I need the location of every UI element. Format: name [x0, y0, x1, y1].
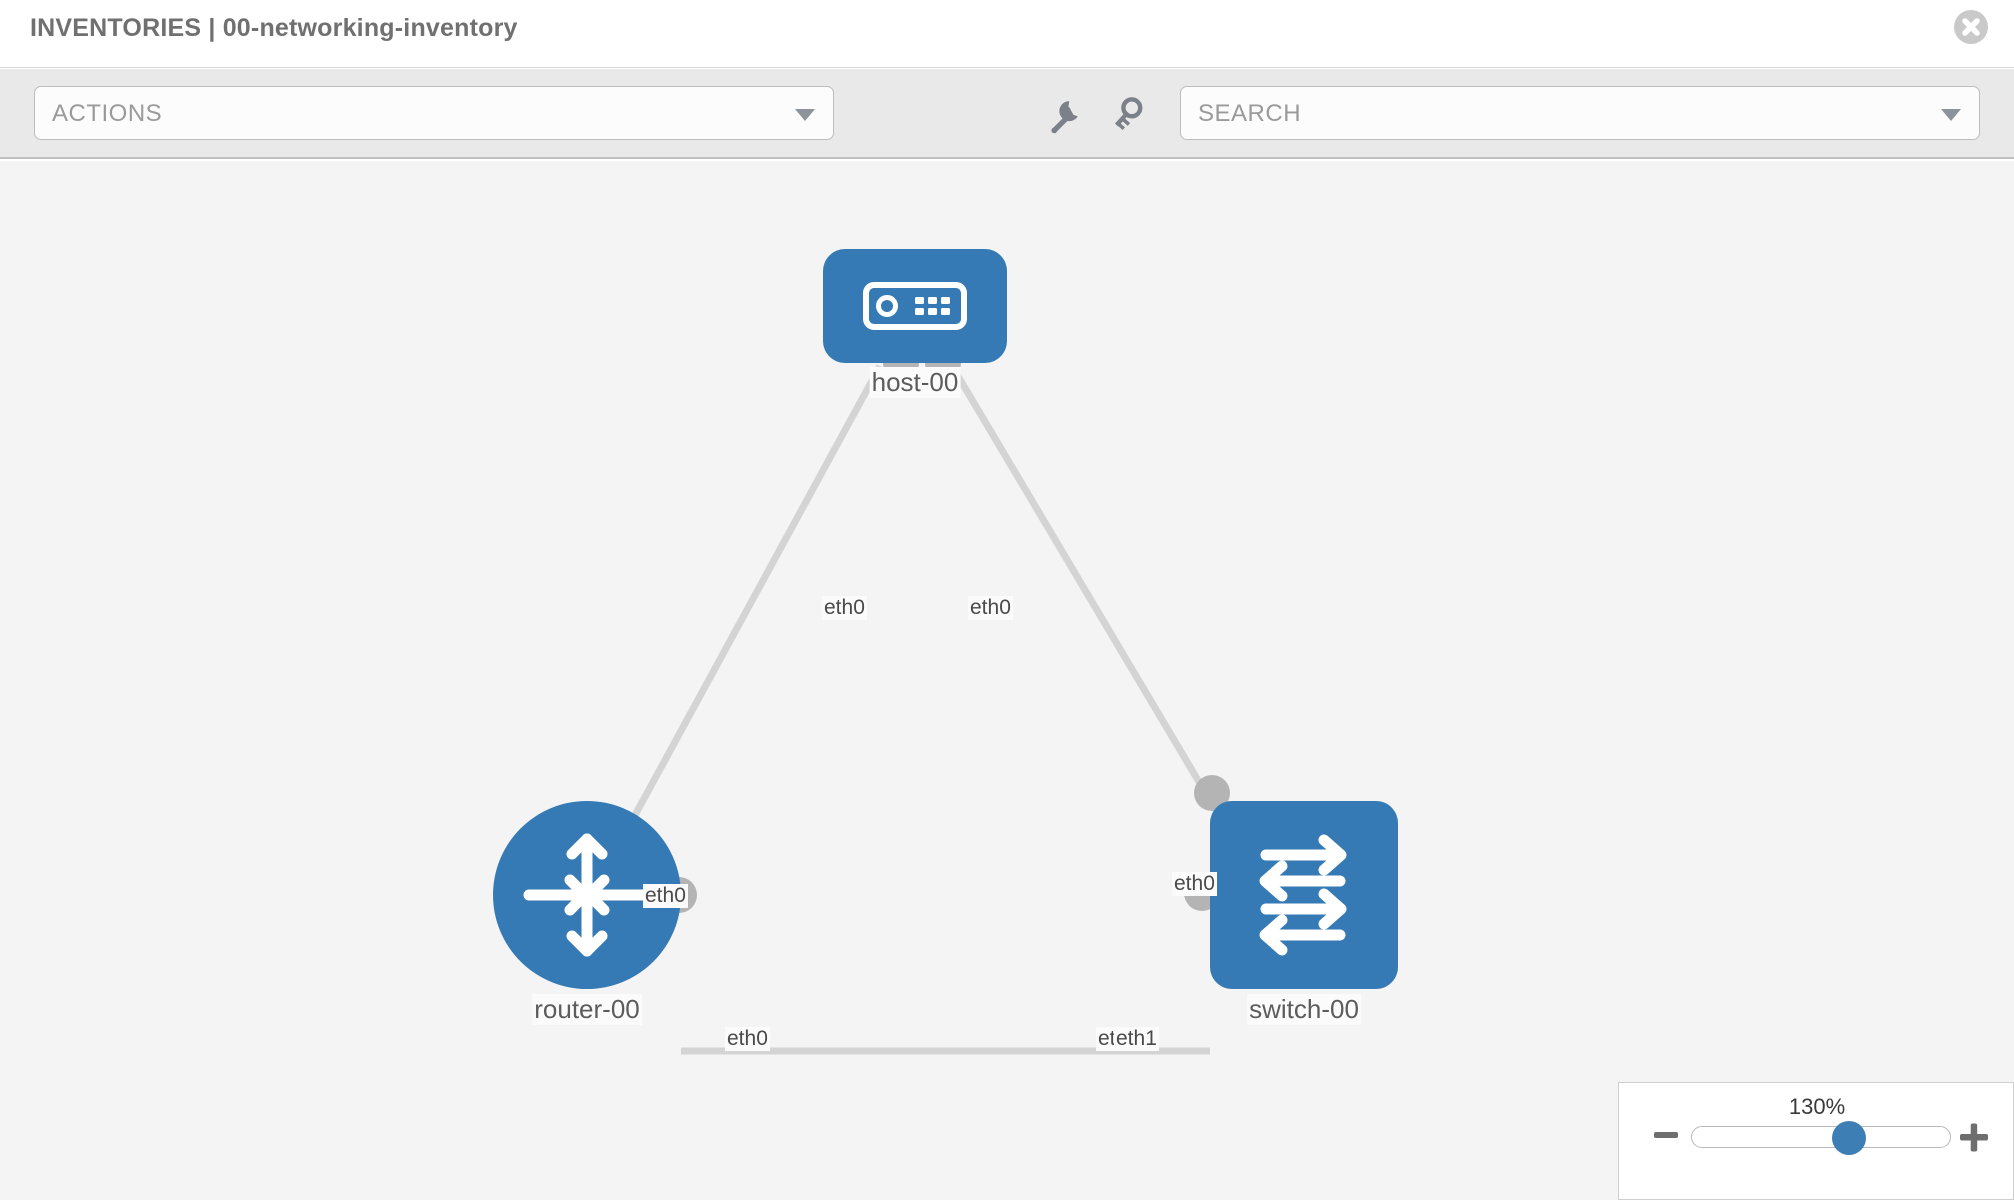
switch-icon	[1259, 834, 1347, 956]
plus-icon	[1960, 1123, 1988, 1152]
node-switch-00-label: switch-00	[1247, 994, 1361, 1025]
zoom-in-button[interactable]	[1959, 1122, 1989, 1152]
server-icon	[863, 282, 967, 330]
page-header: INVENTORIES | 00-networking-inventory	[0, 0, 2014, 68]
iface-label-host00-left: eth0	[822, 596, 867, 620]
edge-host00-switch00	[948, 364, 1244, 853]
page-title: INVENTORIES | 00-networking-inventory	[30, 14, 518, 42]
edge-host00-router00	[606, 364, 884, 863]
wrench-icon	[1051, 101, 1081, 134]
zoom-level-value: 130%	[1788, 1094, 1846, 1119]
topology-edges	[606, 364, 1244, 1055]
search-input[interactable]: SEARCH	[1180, 86, 1980, 140]
actions-dropdown-label: ACTIONS	[52, 100, 163, 127]
iface-label-switch00-eth1: eth1	[1114, 1027, 1159, 1051]
node-switch-00[interactable]: switch-00	[1184, 775, 1398, 1025]
zoom-slider[interactable]	[1691, 1121, 1951, 1155]
close-button[interactable]	[1954, 10, 1988, 44]
wrench-button[interactable]	[1045, 97, 1085, 137]
minus-icon	[1654, 1132, 1678, 1138]
zoom-out-button[interactable]	[1653, 1122, 1679, 1148]
zoom-control-panel: 130%	[1618, 1082, 2014, 1200]
node-host-00-shape	[823, 249, 1007, 363]
router-icon	[523, 833, 651, 957]
toolbar: ACTIONS SEARCH	[0, 69, 2014, 159]
key-button[interactable]	[1113, 97, 1153, 137]
iface-label-router00-up: eth0	[643, 884, 688, 908]
chevron-down-icon	[1941, 109, 1961, 121]
chevron-down-icon	[795, 109, 815, 121]
iface-label-switch00-up: eth0	[1172, 872, 1217, 896]
zoom-slider-thumb[interactable]	[1832, 1121, 1866, 1155]
topology-canvas[interactable]: host-00	[0, 161, 2014, 1200]
node-host-00-label: host-00	[869, 367, 961, 398]
iface-label-host00-right: eth0	[968, 596, 1013, 620]
node-switch-00-shape	[1210, 801, 1398, 989]
iface-label-router00-eth0: eth0	[725, 1027, 770, 1051]
close-icon	[1962, 18, 1980, 36]
node-router-00-label: router-00	[532, 994, 642, 1025]
key-icon	[1114, 97, 1143, 131]
node-host-00[interactable]: host-00	[823, 249, 1007, 398]
actions-dropdown[interactable]: ACTIONS	[34, 86, 834, 140]
search-placeholder: SEARCH	[1198, 100, 1302, 127]
